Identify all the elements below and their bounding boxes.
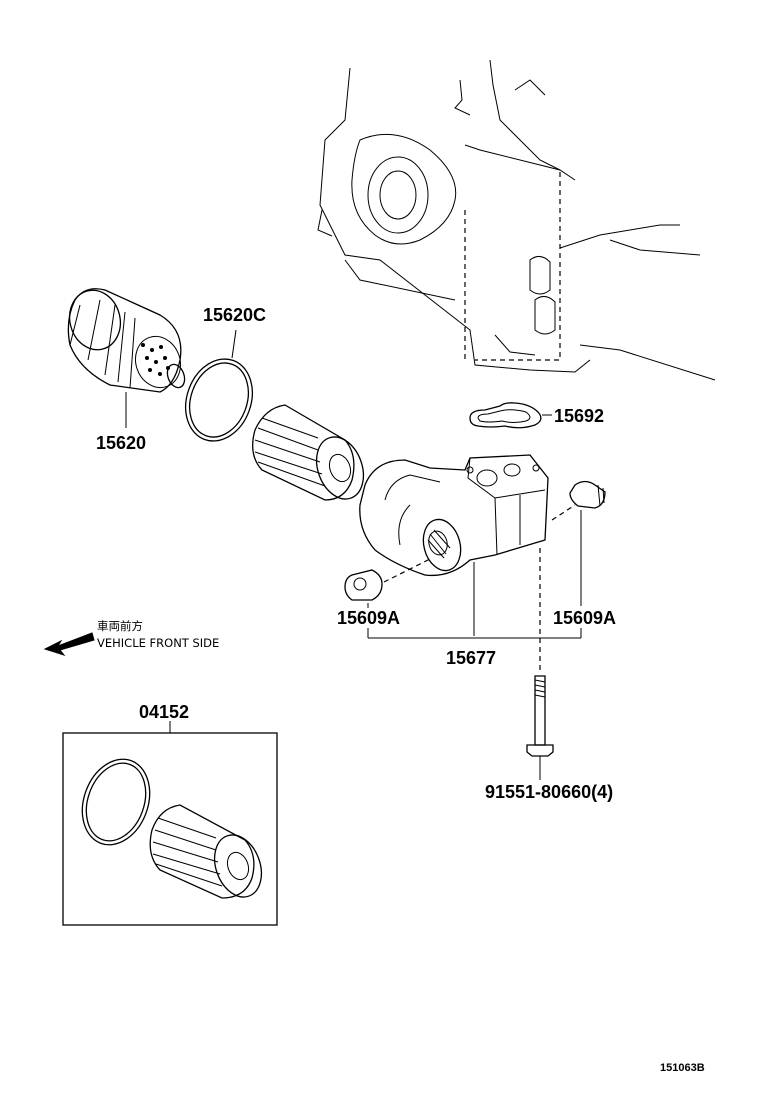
figure-reference: 151063B xyxy=(660,1062,705,1074)
filter-element xyxy=(252,404,365,501)
label-15609A-left: 15609A xyxy=(337,608,400,628)
label-15677: 15677 xyxy=(446,648,496,668)
engine-block xyxy=(317,59,716,381)
direction-label-en: VEHICLE FRONT SIDE xyxy=(97,636,219,650)
gasket-15692 xyxy=(469,402,552,429)
filter-cap-15620 xyxy=(67,288,186,428)
label-15692: 15692 xyxy=(554,406,604,426)
direction-label-jp: 車両前方 xyxy=(97,619,143,633)
plug-15609A-left xyxy=(344,569,383,608)
vehicle-front-arrow-icon xyxy=(43,632,95,656)
plug-15609A-right xyxy=(569,480,606,606)
label-91551: 91551-80660(4) xyxy=(485,782,613,802)
bolt-91551 xyxy=(526,548,554,780)
o-ring-15620C xyxy=(185,329,253,442)
label-15620: 15620 xyxy=(96,433,146,453)
filter-housing-15677 xyxy=(359,454,549,636)
label-15609A-right: 15609A xyxy=(553,608,616,628)
label-15620C: 15620C xyxy=(203,305,266,325)
callout-bracket xyxy=(367,628,582,639)
label-04152: 04152 xyxy=(139,702,189,722)
kit-04152-box xyxy=(62,721,278,926)
